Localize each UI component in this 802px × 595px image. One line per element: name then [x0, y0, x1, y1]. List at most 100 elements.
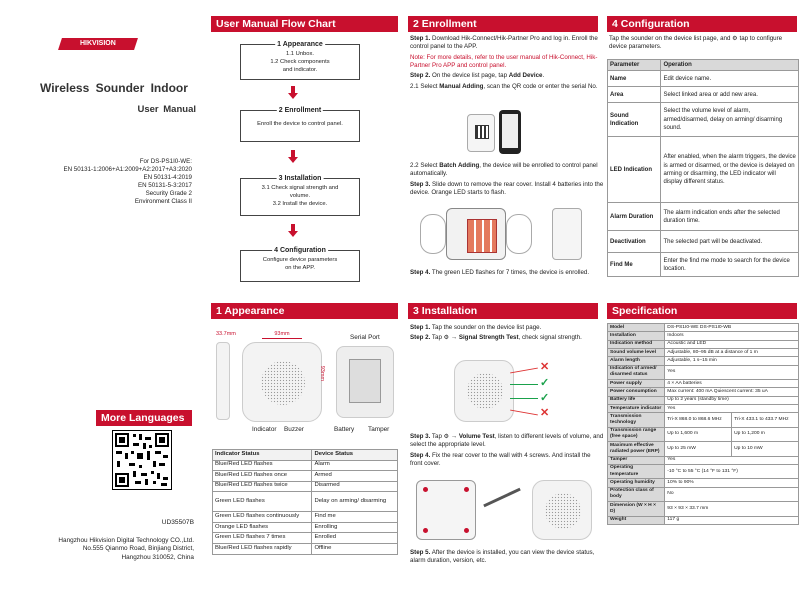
signal-test-illustration: ✕ ✓ ✓ ✕: [450, 356, 560, 428]
label-serial-port: Serial Port: [350, 334, 380, 341]
dim-width: 93mm: [262, 331, 302, 339]
device-mounted: [532, 480, 592, 540]
hands-icon: [420, 214, 446, 254]
battery-compartment: [349, 359, 381, 403]
rear-cover: [552, 208, 582, 260]
enrollment-note: Note: For more details, refer to the use…: [410, 53, 598, 70]
cross-icon: ✕: [540, 407, 550, 419]
phone-illustration: [467, 110, 531, 158]
dim-small: 33.7mm: [216, 331, 236, 337]
device-side-view: [216, 342, 230, 420]
configuration-header: 4 Configuration: [607, 16, 797, 32]
installation-steps-top: Step 1. Tap the sounder on the device li…: [410, 324, 582, 342]
flow-arrow-1: [288, 86, 298, 100]
appearance-header: 1 Appearance: [211, 303, 398, 319]
batteries: [467, 219, 497, 253]
mounting-illustration: [412, 478, 592, 544]
flow-arrow-3: [288, 224, 298, 238]
label-buzzer: Buzzer: [284, 426, 304, 433]
flow-chart-header: User Manual Flow Chart: [211, 16, 398, 32]
indicator-status-table: Indicator Status Device Status Blue/Red …: [211, 449, 398, 555]
battery-install-illustration: [420, 206, 584, 264]
configuration-intro: Tap the sounder on the device list page,…: [609, 35, 783, 51]
product-title: Wireless Sounder Indoor: [40, 81, 188, 95]
device-open: [446, 208, 506, 260]
installation-step5: Step 5. After the device is installed, y…: [410, 549, 595, 565]
specification-header: Specification: [607, 303, 797, 319]
qr-code-image: [113, 431, 171, 489]
qr-code[interactable]: [112, 430, 172, 490]
indicator-col-header: Indicator Status: [211, 449, 313, 461]
table-row: Maximum effective radiated power (ERP)Up…: [606, 441, 799, 457]
sounder-small: [467, 114, 495, 152]
doc-code: UD35507B: [161, 519, 194, 526]
cross-icon: ✕: [540, 361, 550, 373]
gear-icon: ⚙: [443, 433, 450, 440]
brand-logo: HIKVISION: [58, 38, 138, 50]
enrollment-step4: Step 4. The green LED flashes for 7 time…: [410, 269, 590, 276]
qr-label-icon: [475, 125, 489, 139]
manual-title: User Manual: [137, 104, 197, 115]
check-icon: ✓: [540, 377, 550, 389]
label-tamper: Tamper: [368, 426, 390, 433]
phone-icon: [499, 110, 521, 154]
flow-step-appearance: 1 Appearance 1.1 Unbox. 1.2 Check compon…: [240, 40, 360, 80]
more-languages-header: More Languages: [96, 410, 192, 426]
installation-header: 3 Installation: [408, 303, 598, 319]
device-back-view: [336, 346, 394, 418]
rear-cover-wall: [416, 480, 476, 540]
enrollment-header: 2 Enrollment: [408, 16, 598, 32]
gear-icon: ⚙: [732, 35, 738, 42]
installation-steps-mid: Step 3. Tap ⚙ → Volume Test, listen to d…: [410, 433, 604, 468]
flow-step-installation: 3 Installation 3.1 Check signal strength…: [240, 174, 360, 216]
hands-icon-right: [506, 214, 532, 254]
device-signal: [454, 360, 514, 422]
enrollment-steps-mid: 2.2 Select Batch Adding, the device will…: [410, 162, 604, 197]
device-col-header: Device Status: [311, 449, 398, 461]
enrollment-steps-top: Step 1. Download Hik-Connect/Hik-Partner…: [410, 35, 604, 93]
table-row: Dimension (W × H × D)93 × 93 × 33.7 mm: [606, 501, 799, 517]
dim-height: 93mm: [318, 365, 325, 382]
device-front-view: [242, 342, 322, 422]
label-battery: Battery: [334, 426, 355, 433]
appearance-diagram: 33.7mm 93mm 93mm Serial Port Indicator B…: [212, 326, 402, 438]
gear-icon: ⚙: [443, 334, 450, 342]
company-address: Hangzhou Hikvision Digital Technology CO…: [58, 537, 194, 561]
flow-step-enrollment: 2 Enrollment Enroll the device to contro…: [240, 106, 360, 142]
flow-step-configuration: 4 Configuration Configure device paramet…: [240, 246, 360, 282]
label-indicator: Indicator: [252, 426, 277, 433]
standards-list: For DS-PS1I0-WE: EN 50131-1:2006+A1:2009…: [63, 158, 192, 206]
screwdriver-icon: [483, 487, 521, 508]
table-row: Transmission range (free space)Up to 1,6…: [606, 426, 799, 443]
